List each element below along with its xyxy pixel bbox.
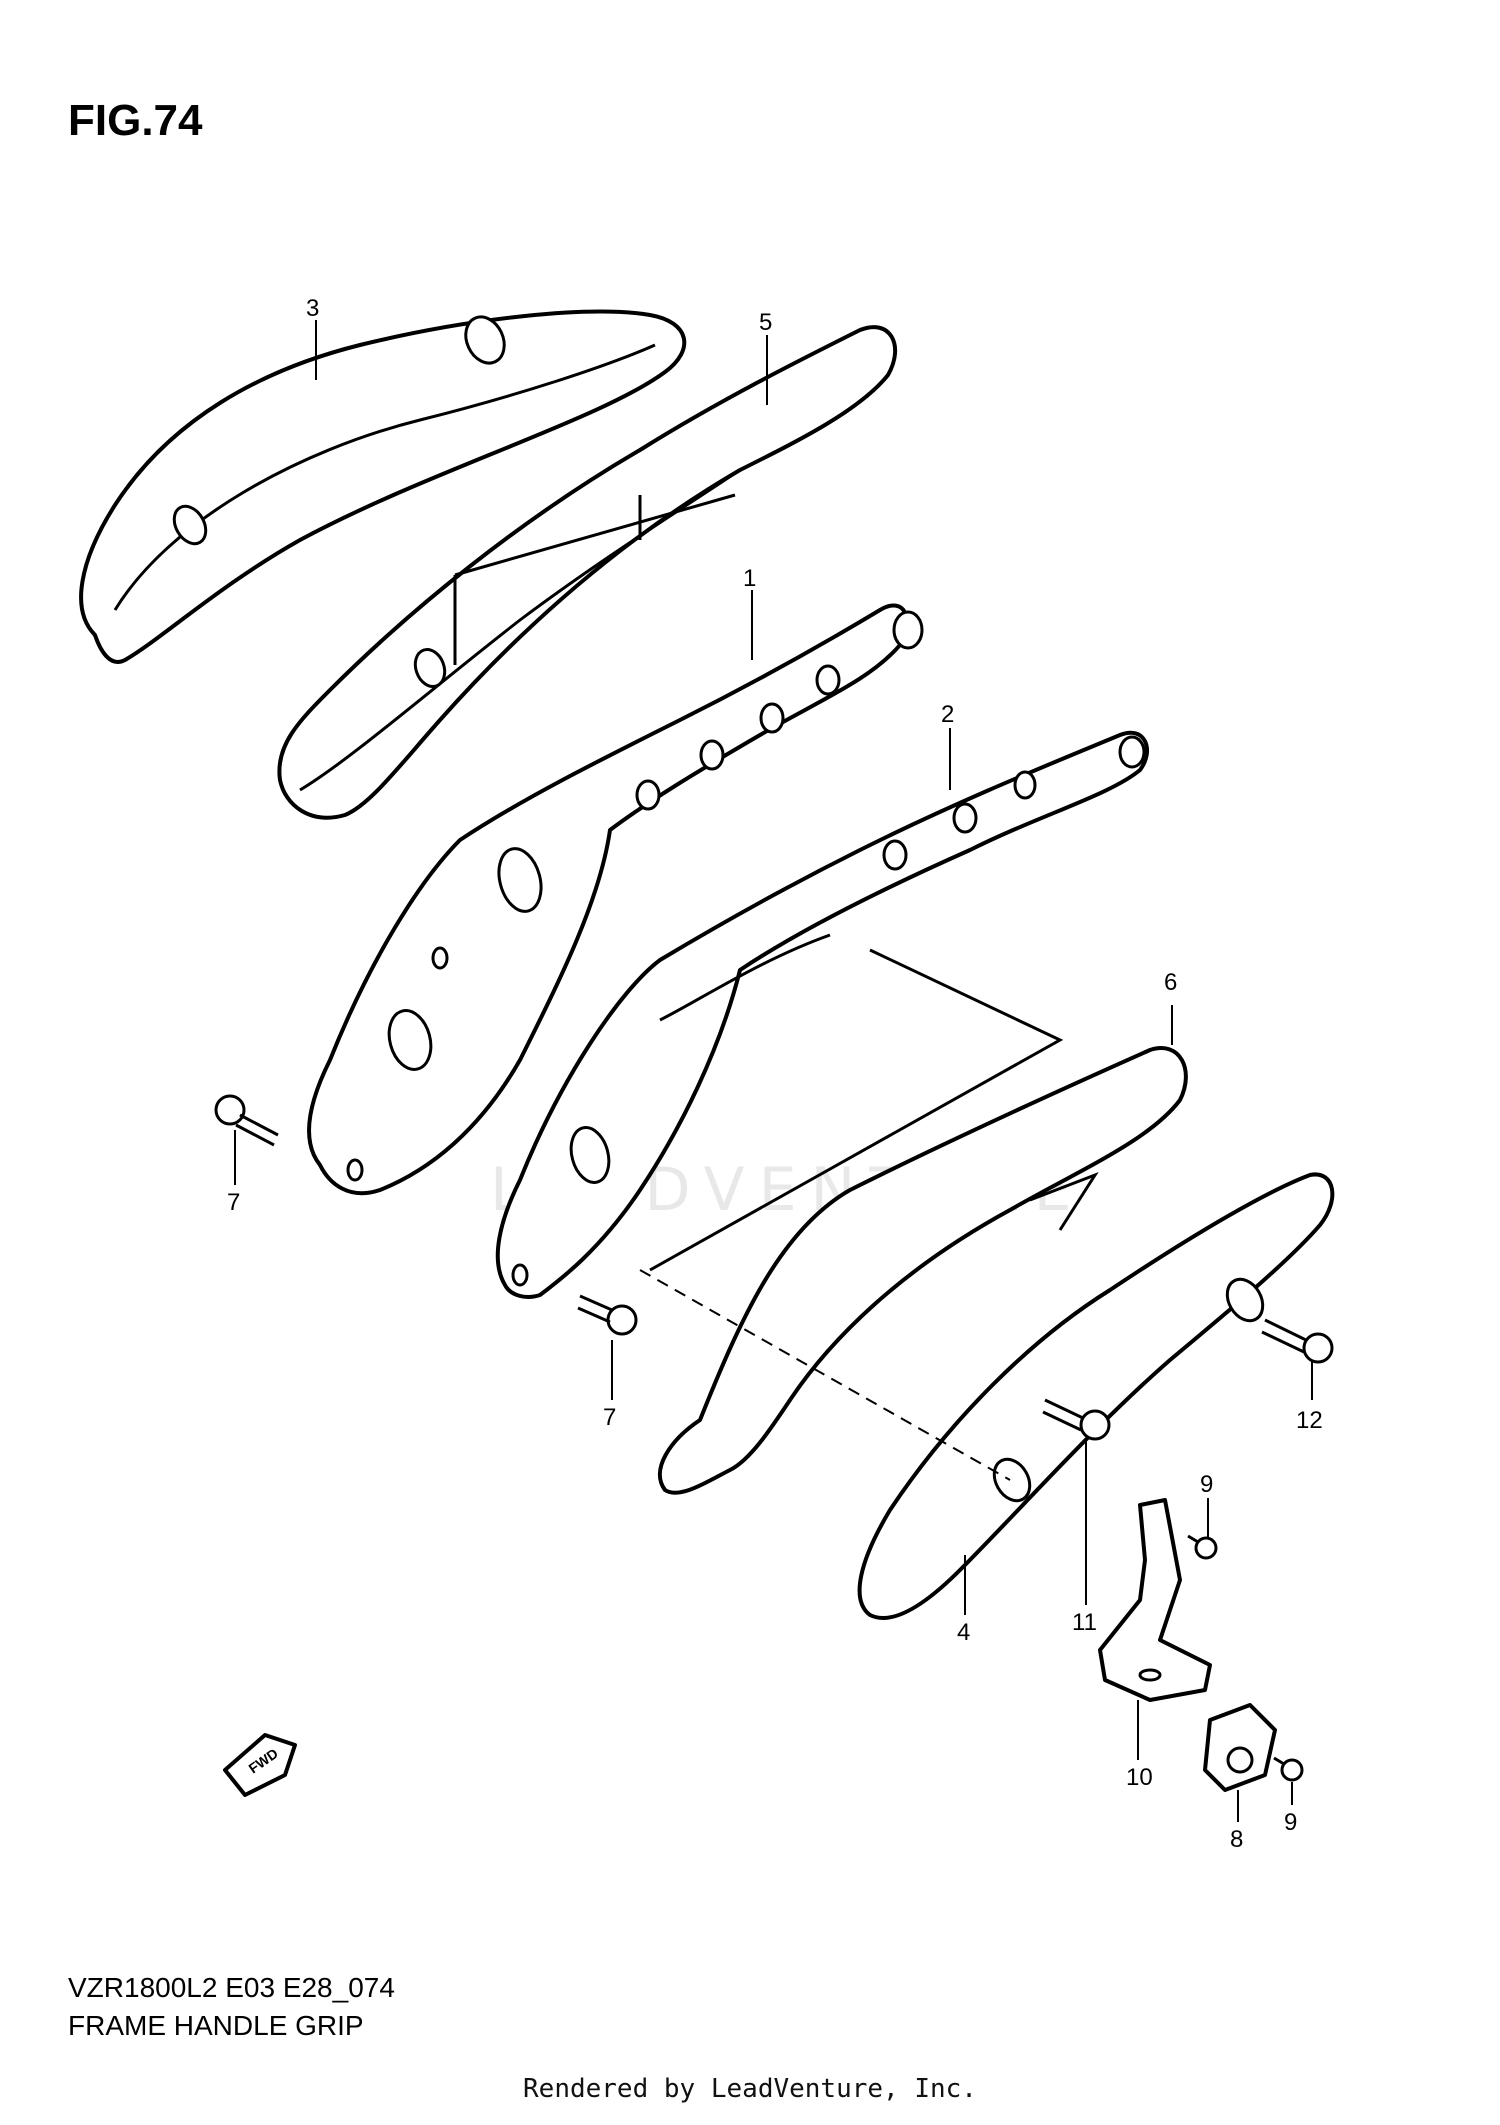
bolt-7-center	[577, 1294, 638, 1336]
callout-8: 8	[1230, 1826, 1243, 1853]
forward-direction-badge: FWD	[223, 1733, 297, 1797]
screw-9-lower	[1273, 1756, 1304, 1782]
part-4-grip-cover-front	[639, 1172, 1335, 1620]
part-6-grip-cover-right	[658, 1046, 1188, 1495]
bolt-11	[1042, 1398, 1111, 1441]
bracket-10	[1098, 1498, 1212, 1702]
bolt-12	[1261, 1318, 1334, 1364]
callout-12: 12	[1296, 1407, 1323, 1434]
bolt-7-left	[214, 1094, 279, 1147]
footer-credit: Rendered by LeadVenture, Inc.	[523, 2074, 977, 2104]
clamp-8	[1203, 1703, 1277, 1792]
model-code: VZR1800L2 E03 E28_074	[68, 1972, 395, 2003]
callout-1: 1	[743, 565, 756, 592]
part-2-handle-frame	[495, 730, 1150, 1299]
diagram-name: FRAME HANDLE GRIP	[68, 2010, 364, 2041]
part-5-grip-cover	[277, 325, 898, 820]
part-3-grip-cover-left	[79, 309, 687, 664]
callout-6: 6	[1164, 969, 1177, 996]
callout-11: 11	[1072, 1609, 1097, 1636]
callout-3: 3	[306, 295, 319, 322]
screw-9-upper	[1187, 1534, 1218, 1560]
part-1-handle-frame	[307, 603, 924, 1196]
callout-9-upper: 9	[1200, 1471, 1213, 1498]
figure-title: FIG.74	[68, 96, 203, 145]
callout-2: 2	[941, 701, 954, 728]
callout-9-lower: 9	[1284, 1809, 1297, 1836]
callout-10: 10	[1126, 1764, 1153, 1791]
callout-7-left: 7	[227, 1189, 240, 1216]
callout-5: 5	[759, 309, 772, 336]
callout-7-center: 7	[603, 1404, 616, 1431]
callout-4: 4	[957, 1619, 970, 1646]
